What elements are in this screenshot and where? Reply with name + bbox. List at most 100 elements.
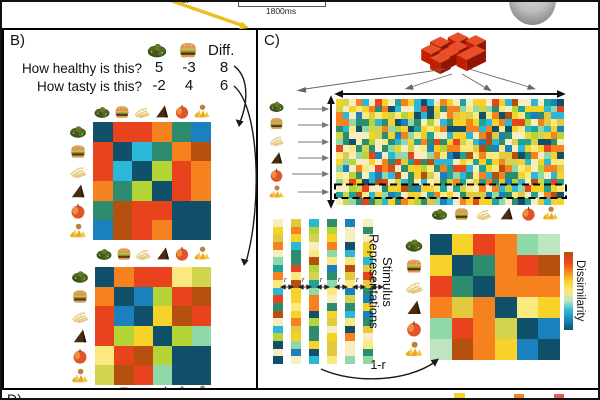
voxel-cell (544, 198, 551, 205)
voxel-cell (544, 105, 551, 113)
voxel-cell (355, 178, 363, 186)
matrix-cell (114, 325, 134, 346)
voxel-cell (511, 112, 519, 119)
voxel-cell (472, 118, 480, 126)
voxel-cell (485, 152, 493, 159)
voxel-cell (407, 171, 415, 179)
matrix-cell (132, 200, 152, 221)
strip-cell (345, 264, 355, 273)
matrix-cell (153, 365, 173, 385)
matrix-cell (133, 365, 153, 385)
voxel-cell (394, 198, 402, 205)
strip-cell (273, 234, 283, 242)
voxel-cell (375, 171, 382, 179)
strip-cell (309, 264, 319, 273)
voxel-cell (544, 138, 551, 146)
strip-cell (345, 234, 355, 242)
voxel-cell (453, 165, 460, 172)
rest-label: Rest (172, 0, 189, 5)
voxel-cell (518, 158, 525, 166)
voxel-cell (368, 198, 376, 205)
voxel-cell (427, 125, 434, 133)
strip-cell (273, 287, 283, 296)
strip-cell (345, 287, 355, 296)
voxel-cell (388, 178, 395, 186)
voxel-cell (472, 112, 480, 119)
voxel-cell (336, 152, 343, 159)
matrix-cell (95, 345, 115, 366)
voxel-cell (433, 165, 441, 172)
voxel-cell (537, 171, 545, 179)
matrix-cell (171, 200, 192, 221)
voxel-cell (531, 99, 538, 106)
matrix-cell (133, 325, 153, 346)
voxel-cell (453, 178, 460, 186)
voxel-cell (381, 105, 389, 113)
stimulus-representation-strips (273, 219, 373, 364)
brain-sphere (509, 2, 556, 25)
strip-cell (363, 333, 373, 341)
voxel-cell (401, 105, 408, 113)
voxel-cell (440, 138, 447, 146)
strip-cell (273, 302, 283, 311)
strip-cell (291, 280, 301, 288)
voxel-cell (466, 178, 473, 186)
voxel-cell (362, 125, 369, 133)
voxel-cell (459, 152, 467, 159)
voxel-cell (466, 138, 473, 146)
voxel-cell (492, 165, 499, 172)
voxel-cell (557, 105, 564, 113)
voxel-cell (420, 158, 428, 166)
voxel-cell (479, 198, 486, 205)
voxel-cell (433, 138, 441, 146)
voxel-cell (472, 152, 480, 159)
voxel-cell (342, 132, 350, 139)
strip-cell (345, 318, 355, 326)
voxel-cell (511, 198, 519, 205)
matrix-cell (538, 339, 560, 360)
voxel-cell (414, 105, 421, 113)
voxel-cell (427, 112, 434, 119)
matrix-cell (538, 297, 560, 318)
strip-cell (327, 318, 337, 326)
voxel-cell (524, 198, 532, 205)
voxel-cell (492, 132, 499, 139)
voxel-cell (459, 112, 467, 119)
voxel-cell (414, 125, 421, 133)
matrix-cell (133, 267, 153, 287)
voxel-cell (550, 112, 558, 119)
panel-d-label: D) (7, 391, 22, 400)
question-healthy: How healthy is this? (21, 61, 142, 76)
voxel-cell (446, 178, 454, 186)
voxel-cell (498, 132, 506, 139)
matrix-cell (191, 306, 211, 326)
matrix-cell (451, 255, 474, 276)
strip-cell (363, 219, 373, 227)
tasty-rating-matrix (95, 267, 211, 385)
voxel-cell (362, 118, 369, 126)
strip-cell (309, 295, 319, 303)
matrix-cell (516, 255, 539, 276)
trial-duration-label: 1800ms (265, 6, 297, 16)
voxel-cell (381, 171, 389, 179)
voxel-cell (557, 158, 564, 166)
matrix-cell (191, 200, 211, 221)
voxel-cell (368, 118, 376, 126)
voxel-cell (544, 112, 551, 119)
voxel-cell (342, 105, 350, 113)
voxel-cell (511, 132, 519, 139)
voxel-cell (524, 118, 532, 126)
matrix-cell (451, 339, 474, 360)
voxel-cell (524, 125, 532, 133)
matrix-cell (133, 306, 153, 326)
voxel-cell (394, 118, 402, 126)
voxel-cell (407, 138, 415, 146)
voxel-cell (505, 112, 512, 119)
voxel-cell (440, 198, 447, 205)
strip-cell (273, 318, 283, 326)
voxel-cell (466, 99, 473, 106)
voxel-cell (336, 99, 343, 106)
voxel-cell (427, 132, 434, 139)
voxel-cell (524, 105, 532, 113)
